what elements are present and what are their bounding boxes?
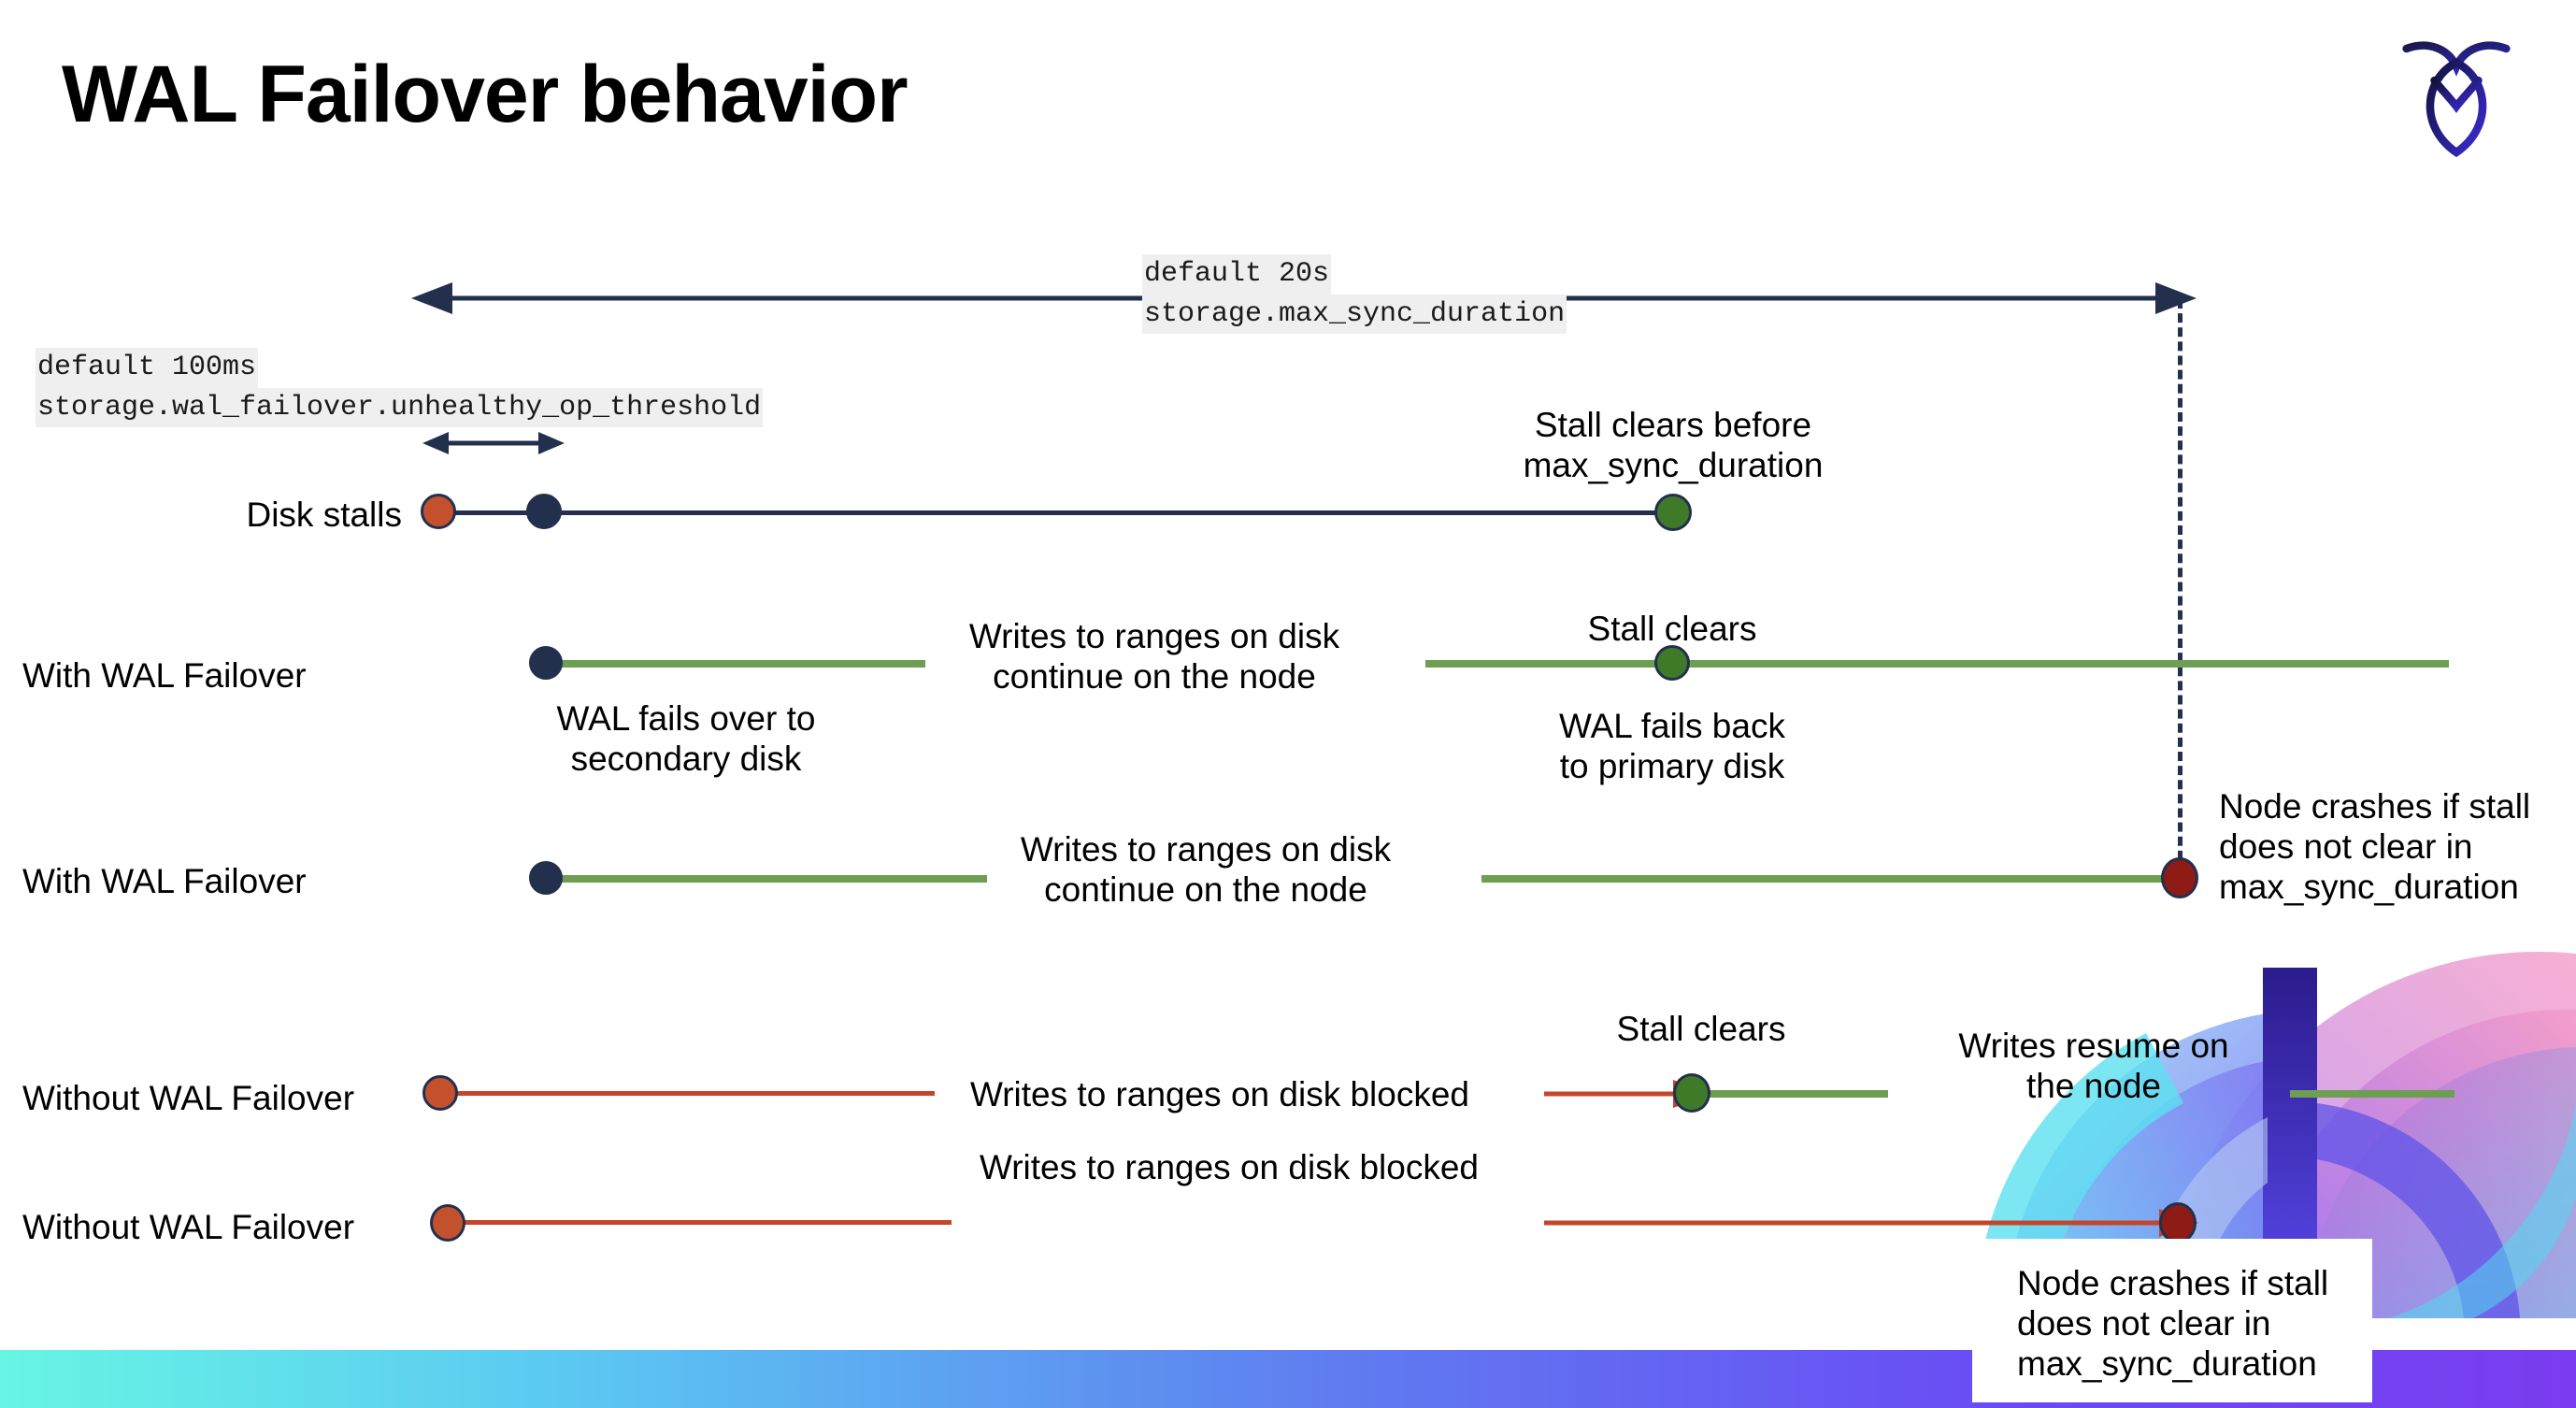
max-sync-deadline-dashed-line: [2178, 299, 2182, 874]
wal-failover-1-stall-clears-marker: [1654, 645, 1690, 681]
wal-failover-1-start-marker: [529, 646, 563, 680]
writes-blocked-label-1: Writes to ranges on disk blocked: [969, 1075, 1470, 1113]
page-title: WAL Failover behavior: [62, 50, 909, 139]
stall-clears-label-1: Stall clears: [1587, 610, 1757, 648]
stall-clears-before-label: Stall clears before max_sync_duration: [1523, 406, 1824, 484]
unhealthy-op-name-label: storage.wal_failover.unhealthy_op_thresh…: [36, 387, 764, 428]
wal-failover-2-crash-marker: [2161, 857, 2198, 898]
row-label-with-wal-failover-2: With WAL Failover: [22, 862, 307, 900]
wal-failover-2-start-marker: [529, 861, 563, 895]
max-sync-name-label: storage.max_sync_duration: [1142, 294, 1567, 335]
row-label-without-wal-failover-2: Without WAL Failover: [22, 1208, 355, 1246]
with-wal-failover-1-track-b: [1425, 660, 2449, 668]
max-sync-default-label: default 20s: [1142, 254, 1332, 295]
node-crashes-label-2: Node crashes if stall does not clear in …: [2017, 1264, 2329, 1383]
cockroach-logo-icon: [2402, 41, 2511, 158]
disk-stall-failover-marker: [526, 494, 562, 529]
without-wal-2-blocked-track-a: [447, 1220, 952, 1225]
with-wal-failover-1-track-a: [548, 660, 925, 668]
stall-clears-label-2: Stall clears: [1616, 1010, 1786, 1048]
writes-resume-label: Writes resume on the node: [1958, 1027, 2229, 1105]
with-wal-failover-2-track-b: [1481, 875, 2181, 883]
without-wal-1-stall-clears-marker: [1673, 1073, 1710, 1113]
without-wal-1-blocked-track-a: [439, 1091, 935, 1096]
without-wal-2-crash-marker: [2159, 1202, 2197, 1243]
row-label-without-wal-failover-1: Without WAL Failover: [22, 1079, 355, 1117]
node-crashes-label-1: Node crashes if stall does not clear in …: [2219, 787, 2531, 906]
without-wal-2-stall-start-marker: [430, 1204, 465, 1242]
disk-stall-clears-marker: [1654, 494, 1692, 531]
without-wal-1-resume-track-a: [1694, 1090, 1888, 1098]
unhealthy-op-threshold-span-arrow: [422, 432, 565, 454]
writes-blocked-label-2: Writes to ranges on disk blocked: [979, 1148, 1480, 1186]
unhealthy-op-default-label: default 100ms: [36, 348, 259, 388]
writes-continue-label-2: Writes to ranges on disk continue on the…: [1020, 830, 1392, 909]
row-label-with-wal-failover-1: With WAL Failover: [22, 656, 307, 695]
wal-fails-over-label: WAL fails over to secondary disk: [556, 699, 816, 778]
without-wal-1-stall-start-marker: [422, 1075, 458, 1111]
writes-continue-label-1: Writes to ranges on disk continue on the…: [968, 617, 1340, 696]
disk-stalls-track: [437, 510, 1673, 515]
wal-fails-back-label: WAL fails back to primary disk: [1559, 707, 1785, 785]
without-wal-1-resume-track-b: [2290, 1090, 2454, 1098]
disk-stall-start-marker: [421, 494, 456, 529]
row-label-disk-stalls: Disk stalls: [246, 496, 402, 534]
without-wal-2-blocked-arrow: [1544, 1209, 2198, 1237]
with-wal-failover-2-track-a: [548, 875, 987, 883]
